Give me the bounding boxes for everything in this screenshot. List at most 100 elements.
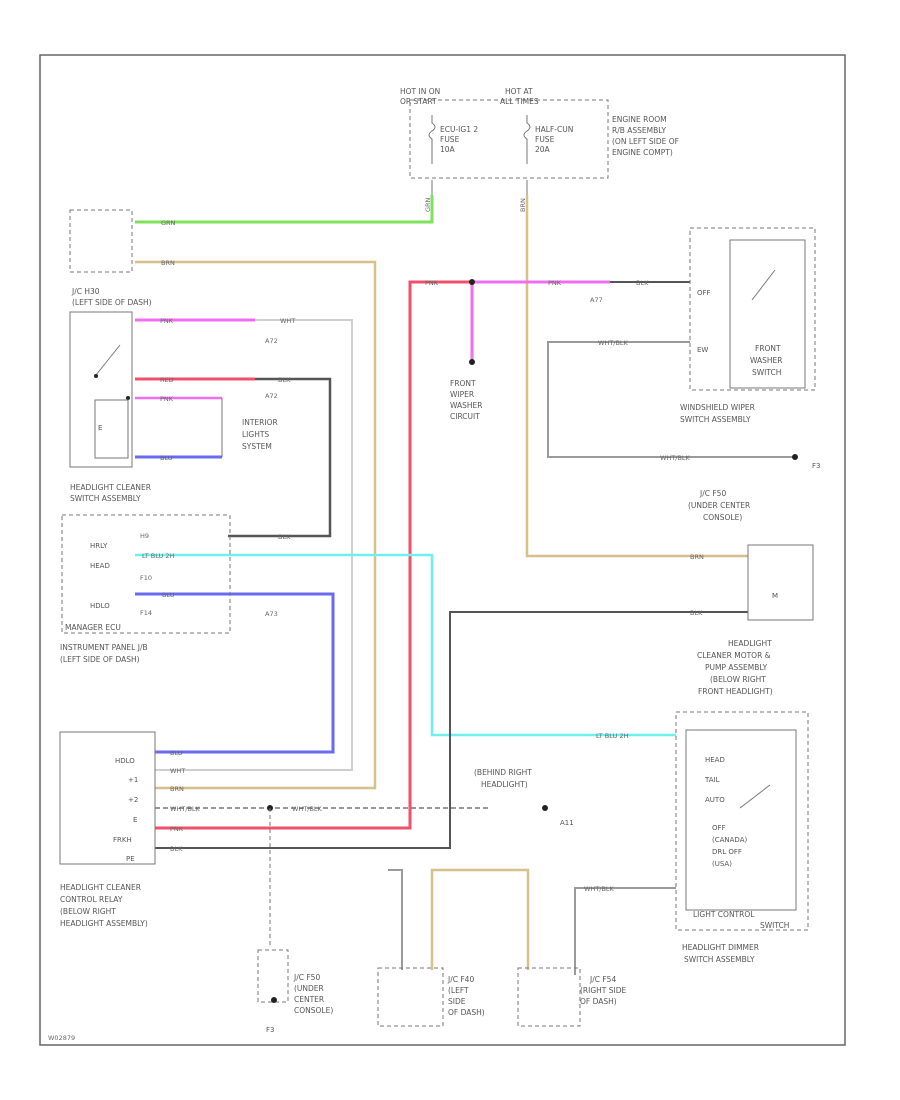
lc-pin-usa: (USA)	[712, 860, 732, 868]
dimmer-switch-box	[675, 711, 809, 931]
hot-all-label2: ALL TIMES	[500, 97, 539, 106]
front-washer-2: WIPER	[450, 390, 474, 399]
wire-wht	[155, 319, 353, 771]
f3-ground-node	[792, 454, 798, 460]
mgr-pin-head: HEAD	[90, 562, 110, 570]
front-washer-1: FRONT	[450, 379, 476, 388]
junction-pnk	[469, 279, 475, 285]
jc2-2: (LEFT	[448, 986, 469, 995]
headlight-cleaner-switch-label1: HEADLIGHT CLEANER	[70, 483, 151, 492]
motor-label-2: CLEANER MOTOR &	[697, 651, 771, 660]
wire-whtblk-wiper	[547, 341, 795, 458]
wire-brn-bottom-loop	[430, 868, 530, 970]
switch-contact	[95, 344, 121, 376]
jc-f50-bottom-box	[257, 949, 289, 1003]
relay-pin-frkh: FRKH	[113, 836, 132, 844]
code-a72-1: A72	[265, 337, 278, 345]
jc-top-left-box	[69, 209, 133, 273]
wire-blu-label-mgr: BLU	[162, 591, 175, 599]
wiper-pin-ew: EW	[697, 346, 708, 354]
washer-inner-2: WASHER	[750, 356, 783, 365]
lc-pin-tail: TAIL	[704, 776, 720, 784]
wire-brn-label-v: BRN	[519, 198, 527, 212]
jc-h30-label: J/C H30	[71, 287, 100, 296]
wire-blu-relay	[135, 592, 335, 754]
ground-a11-node	[542, 805, 548, 811]
lc-pin-off: OFF	[712, 824, 726, 832]
jc-f40-box	[377, 967, 444, 1027]
motor-pump-box	[747, 544, 814, 621]
lc-pin-auto: AUTO	[705, 796, 725, 804]
jc-f50-2: (UNDER CENTER	[688, 501, 750, 510]
wire-whtblk-label-dimmer: WHT/BLK	[584, 885, 615, 893]
wire-whtblk-label-mid: WHT/BLK	[292, 805, 323, 813]
wiper-pin-off: OFF	[697, 289, 711, 297]
fuse2-amp: 20A	[535, 145, 551, 154]
wire-brn-left	[135, 260, 377, 790]
relay-pin-1: +1	[128, 776, 138, 784]
panel-label-1: INSTRUMENT PANEL J/B	[60, 643, 148, 652]
headlight-cleaner-switch-box	[69, 311, 133, 468]
wire-whtblk-dimmer	[574, 887, 676, 975]
lc-switch-blade	[739, 784, 771, 809]
wire-whtblk-label-wiper: WHT/BLK	[598, 339, 629, 347]
ground-right-3: A11	[560, 819, 574, 827]
switch-pivot	[94, 374, 98, 378]
jc2-3: SIDE	[448, 997, 466, 1006]
jc1-3: CENTER	[294, 995, 324, 1004]
diagram-frame	[39, 54, 846, 1046]
jc-f50-1: J/C F50	[699, 489, 726, 498]
interior-label-3: SYSTEM	[242, 442, 272, 451]
wire-grn-label: GRN	[161, 219, 176, 227]
mgr-pin-hdlo: HDLO	[90, 602, 110, 610]
switch-connector-e: E	[98, 424, 102, 432]
washer-inner-1: FRONT	[755, 344, 781, 353]
interior-label-1: INTERIOR	[242, 418, 278, 427]
wire-whtblk-label-relay: WHT/BLK	[170, 805, 201, 813]
engine-room-rb-box	[409, 99, 609, 179]
jc2-4: OF DASH)	[448, 1008, 485, 1017]
wire-wht-label: WHT	[280, 317, 295, 325]
wire-ltblu	[135, 553, 676, 737]
wire-blk-motor	[155, 611, 748, 849]
relay-pin-hdlo: HDLO	[115, 757, 135, 765]
light-control-label2: SWITCH	[760, 921, 789, 930]
hot-run-label2: OR START	[400, 97, 437, 106]
wire-whtblk-label-f3: WHT/BLK	[660, 454, 691, 462]
washer-inner-3: SWITCH	[752, 368, 781, 377]
code-a72-2: A72	[265, 392, 278, 400]
wire-red-label-top: PNK	[425, 279, 439, 287]
jc3-1: J/C F54	[589, 975, 616, 984]
fuse1-name: ECU-IG1 2	[440, 125, 478, 134]
wire-whtblk-jc2	[388, 869, 403, 970]
wire-blu-label-relay: BLU	[170, 749, 183, 757]
fuse1-type: FUSE	[440, 135, 460, 144]
lc-pin-drl: DRL OFF	[712, 848, 742, 856]
rb-label-3: (ON LEFT SIDE OF	[612, 137, 679, 146]
mgr-pin-hrly: HRLY	[90, 542, 108, 550]
motor-label-1: HEADLIGHT	[728, 639, 772, 648]
wire-blk-label-motor: BLK	[690, 609, 703, 617]
relay-box	[59, 731, 156, 865]
rb-label-1: ENGINE ROOM	[612, 115, 667, 124]
manager-label: MANAGER ECU	[65, 623, 121, 632]
light-control-box	[685, 729, 797, 911]
rb-label-2: R/B ASSEMBLY	[612, 126, 666, 135]
mgr-code-f14: F14	[140, 609, 152, 617]
f3-bottom-node	[271, 997, 277, 1003]
fuse2-type: FUSE	[535, 135, 555, 144]
code-a73: A73	[265, 610, 278, 618]
wire-pnk-label-int: PNK	[160, 395, 174, 403]
relay-pin-2: +2	[128, 796, 138, 804]
mgr-code-f10: F10	[140, 574, 152, 582]
jc2-1: J/C F40	[447, 975, 474, 984]
jc3-3: OF DASH)	[580, 997, 617, 1006]
wire-grn	[135, 195, 434, 224]
wire-pnk-label-left: PNK	[160, 317, 174, 325]
fuse2-symbol	[523, 115, 531, 164]
jc1-4: CONSOLE)	[294, 1006, 333, 1015]
dimmer-label-1: HEADLIGHT DIMMER	[682, 943, 759, 952]
wiper-switch-box	[689, 227, 816, 391]
manager-ecu-box	[61, 514, 231, 634]
